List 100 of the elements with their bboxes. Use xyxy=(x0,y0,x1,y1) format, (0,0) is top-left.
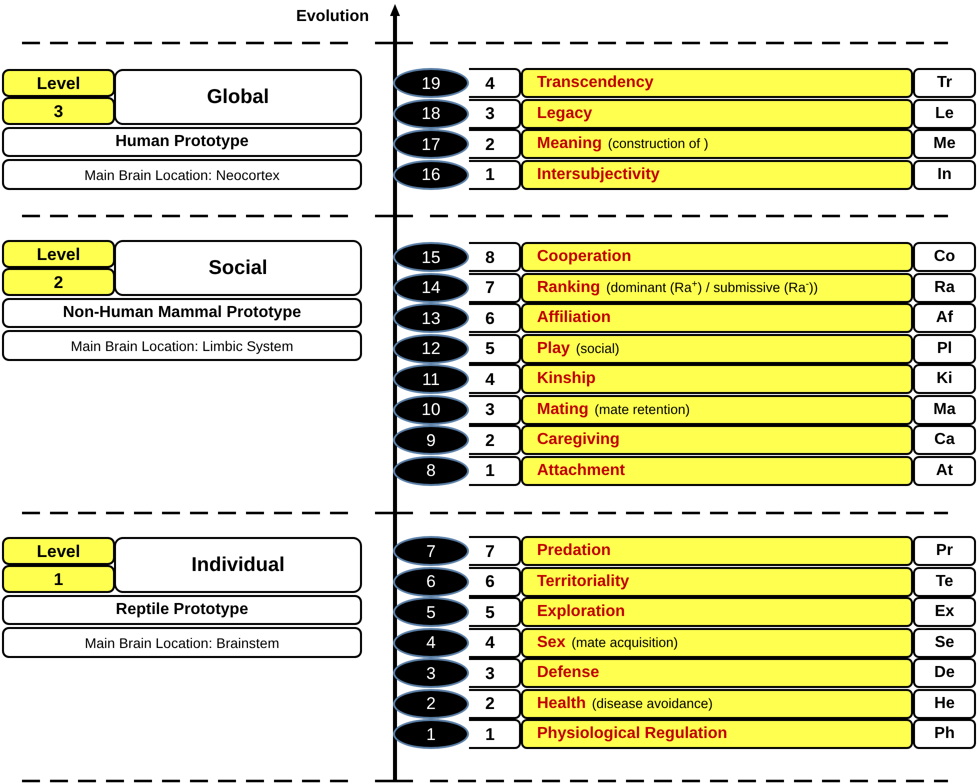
oval-number: 9 xyxy=(426,432,436,448)
oval-number: 18 xyxy=(422,105,440,122)
trait-bar xyxy=(521,719,913,749)
number-oval xyxy=(393,98,469,128)
trait-bar xyxy=(521,334,913,364)
rank-number: 2 xyxy=(485,136,495,152)
abbreviation-box xyxy=(913,597,976,627)
abbreviation-box xyxy=(913,242,976,272)
abbreviation: Ma xyxy=(933,402,956,418)
abbreviation: Le xyxy=(935,106,954,122)
level-name: Individual xyxy=(191,555,285,575)
trait-name: Mating xyxy=(537,402,589,418)
rank-number: 3 xyxy=(485,401,495,418)
axis-label: Evolution xyxy=(296,9,369,25)
rank-box xyxy=(469,688,521,718)
oval-number: 13 xyxy=(422,310,440,326)
trait-name: Transcendency xyxy=(537,75,654,91)
trait-bar xyxy=(521,364,913,394)
trait-name: Intersubjectivity xyxy=(537,166,660,182)
trait-bar xyxy=(521,98,913,128)
brain-location-text: Main Brain Location: Limbic System xyxy=(70,338,294,352)
rank-box xyxy=(469,303,521,333)
trait-bar xyxy=(521,688,913,718)
level-label: Level xyxy=(36,542,80,560)
brain-location-panel xyxy=(2,330,362,361)
number-oval xyxy=(393,658,469,688)
rank-number: 6 xyxy=(485,573,495,590)
trait-note: (dominant (Ra$^{+}$) / submissive (Ra$^{-}$)) xyxy=(606,280,818,294)
trait-bar xyxy=(521,129,913,159)
trait-bar xyxy=(521,242,913,272)
rank-number: 4 xyxy=(485,74,495,92)
number-oval xyxy=(393,628,469,658)
level-number-tag xyxy=(2,97,115,125)
rank-number: 1 xyxy=(485,462,495,479)
rank-box xyxy=(469,719,521,749)
number-oval xyxy=(393,68,469,98)
abbreviation: Ex xyxy=(934,604,954,620)
trait-bar xyxy=(521,394,913,424)
level-name-panel xyxy=(114,240,362,296)
rank-number: 3 xyxy=(485,664,495,682)
abbreviation: Co xyxy=(934,249,956,265)
rank-number: 4 xyxy=(485,370,495,388)
brain-location-text: Main Brain Location: Brainstem xyxy=(84,636,280,650)
rank-number: 5 xyxy=(485,604,495,620)
number-oval xyxy=(393,566,469,596)
level-tag xyxy=(2,537,115,565)
abbreviation-box xyxy=(913,364,976,394)
trait-name: Health xyxy=(537,696,586,712)
trait-name: Defense xyxy=(537,665,600,681)
oval-number: 6 xyxy=(426,573,436,590)
abbreviation: Ph xyxy=(934,726,955,742)
rank-box xyxy=(469,160,521,190)
trait-bar xyxy=(521,160,913,190)
trait-name: Attachment xyxy=(537,462,626,478)
rank-box xyxy=(469,68,521,98)
trait-name: Territoriality xyxy=(537,574,630,590)
oval-number: 19 xyxy=(422,74,440,92)
abbreviation: Pr xyxy=(936,543,953,559)
abbreviation: Af xyxy=(936,310,953,326)
brain-location-text: Main Brain Location: Neocortex xyxy=(84,168,280,182)
trait-bar xyxy=(521,456,913,486)
oval-number: 16 xyxy=(422,166,440,183)
rank-box xyxy=(469,98,521,128)
brain-location-panel xyxy=(2,627,362,658)
abbreviation-box xyxy=(913,334,976,364)
level-number-tag xyxy=(2,565,115,593)
oval-number: 3 xyxy=(426,664,436,682)
rank-number: 7 xyxy=(485,279,495,296)
abbreviation-box xyxy=(913,394,976,424)
abbreviation-box xyxy=(913,160,976,190)
rank-number: 2 xyxy=(485,432,495,448)
trait-note: (mate acquisition) xyxy=(571,636,678,650)
abbreviation-box xyxy=(913,719,976,749)
rank-box xyxy=(469,628,521,658)
abbreviation-box xyxy=(913,456,976,486)
level-number-tag xyxy=(2,268,115,296)
abbreviation-box xyxy=(913,68,976,98)
rank-number: 6 xyxy=(485,310,495,326)
trait-name: Play xyxy=(537,340,570,356)
level-name: Social xyxy=(208,258,268,278)
number-oval xyxy=(393,719,469,749)
abbreviation-box xyxy=(913,129,976,159)
oval-number: 14 xyxy=(422,279,440,296)
abbreviation: Se xyxy=(934,634,954,650)
trait-name: Physiological Regulation xyxy=(537,726,728,742)
rank-number: 7 xyxy=(485,542,495,560)
level-name: Global xyxy=(206,87,270,107)
abbreviation-box xyxy=(913,566,976,596)
number-oval xyxy=(393,334,469,364)
prototype-label: Non-Human Mammal Prototype xyxy=(62,305,302,321)
trait-name: Kinship xyxy=(537,371,596,387)
number-oval xyxy=(393,129,469,159)
rank-number: 3 xyxy=(485,105,495,122)
trait-bar xyxy=(521,425,913,455)
trait-name: Meaning xyxy=(537,136,602,152)
abbreviation: At xyxy=(936,462,953,478)
abbreviation-box xyxy=(913,98,976,128)
number-oval xyxy=(393,364,469,394)
number-oval xyxy=(393,394,469,424)
abbreviation: Me xyxy=(933,136,956,152)
